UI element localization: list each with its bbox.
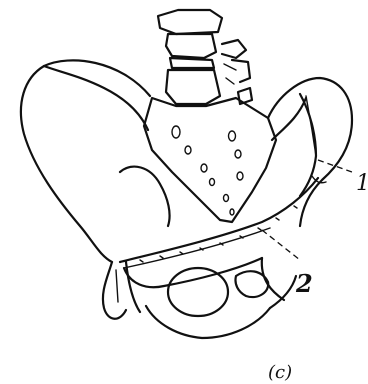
right-ilium [268, 78, 352, 226]
pointer-label-2: 2 [295, 269, 313, 298]
pointer-label-1: 1 [356, 171, 368, 196]
lumbar-vertebra [158, 10, 252, 104]
pelvic-brim [120, 178, 318, 268]
left-ilium [21, 60, 170, 318]
sacrum [144, 98, 276, 222]
figure-caption: (c) [268, 362, 292, 383]
pubis-ischium [124, 258, 296, 338]
pointer-leader-2 [262, 230, 300, 260]
